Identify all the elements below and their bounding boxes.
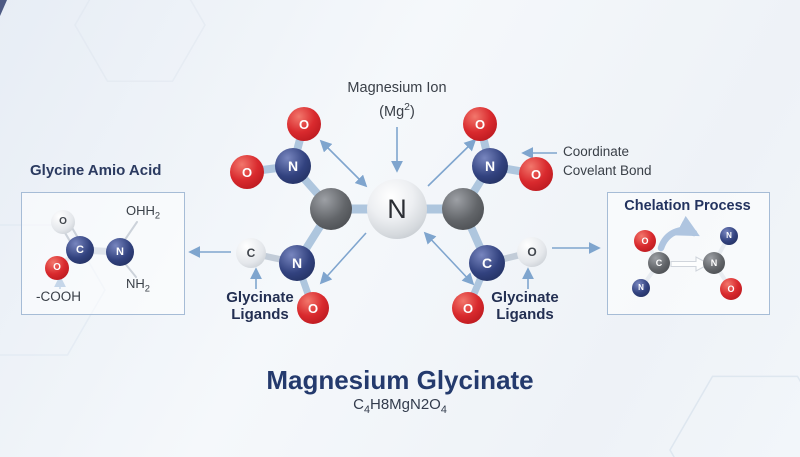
atom-oxygen-far-left: O xyxy=(230,155,264,189)
glycinate-line2: Ligands xyxy=(496,305,554,323)
arrow xyxy=(319,139,368,188)
atom-center: N xyxy=(367,179,427,239)
nh-subscript: 2 xyxy=(144,283,150,294)
chelation-atom-nitrogen-upper-right: N xyxy=(720,227,738,245)
mg-superscript: 2 xyxy=(404,102,410,113)
arrow xyxy=(423,231,475,286)
atom-oxygen-bottom-right: O xyxy=(452,292,484,324)
atom-label: O xyxy=(241,164,253,180)
atom-label: O xyxy=(307,300,319,316)
arrow xyxy=(319,232,367,285)
glycinate-ligands-label-right: Glycinate Ligands xyxy=(470,289,580,323)
atom-nitrogen-upper-right: N xyxy=(472,148,508,184)
atom-oxygen-bottom-left: O xyxy=(297,292,329,324)
atom-carbon-right xyxy=(442,188,484,230)
nh-text: NH xyxy=(126,276,145,291)
atom-label: O xyxy=(641,235,649,246)
glycine-atom-carbon: C xyxy=(66,236,94,264)
atom-label: N xyxy=(287,158,299,174)
atom-label: N xyxy=(387,193,407,224)
chelation-atom-oxygen-left: O xyxy=(634,230,656,252)
atom-oxygen-top-right: O xyxy=(463,107,497,141)
atom-oxygen-white-right: O xyxy=(517,237,547,267)
atom-label: N xyxy=(291,255,303,271)
atom-label: N xyxy=(484,158,496,174)
atom-carbon-lower-right: C xyxy=(469,245,505,281)
glycine-atom-oxygen-top: O xyxy=(51,210,75,234)
atom-label: O xyxy=(53,262,61,273)
atom-label: O xyxy=(462,300,474,316)
atom-label: C xyxy=(655,257,663,268)
atom-nitrogen-upper-left: N xyxy=(275,148,311,184)
formula-part: H8MgN2O xyxy=(369,396,441,413)
atom-label: N xyxy=(638,283,644,292)
atom-label: O xyxy=(527,245,537,259)
chelation-atom-oxygen-right: O xyxy=(720,278,742,300)
atom-nitrogen-lower-left: N xyxy=(279,245,315,281)
glycine-box xyxy=(21,192,185,315)
nh-group-label: NH2 xyxy=(126,276,150,294)
formula-subscript: 4 xyxy=(363,404,370,416)
chelation-atom-nitrogen-center: N xyxy=(703,252,725,274)
oh-group-label: OHH2 xyxy=(126,203,160,221)
atom-label: N xyxy=(710,257,718,268)
atom-label: O xyxy=(59,216,67,227)
glycinate-ligands-label-left: Glycinate Ligands xyxy=(205,289,315,323)
coordinate-line1: Coordinate xyxy=(563,144,630,159)
magnesium-ion-label: Magnesium Ion (Mg2) xyxy=(297,79,497,122)
atom-oxygen-top-left: O xyxy=(287,107,321,141)
atom-label: C xyxy=(76,243,84,256)
oh-subscript: 2 xyxy=(154,210,161,221)
corner-accent xyxy=(0,0,7,16)
atom-oxygen-far-right: O xyxy=(519,157,553,191)
atom-carbon-left xyxy=(310,188,352,230)
coordinate-covalent-bond-label: Coordinate Covelant Bond xyxy=(563,143,652,180)
chemical-formula: C4H8MgN2O4 xyxy=(0,396,800,416)
glycinate-line1: Glycinate xyxy=(491,289,559,306)
chelation-atom-carbon: C xyxy=(648,252,670,274)
glycinate-line1: Glycinate xyxy=(226,289,294,306)
mg-prefix: (Mg xyxy=(379,103,405,120)
atom-label: O xyxy=(727,283,735,294)
glycine-atom-nitrogen: N xyxy=(106,238,134,266)
glycinate-line2: Ligands xyxy=(231,305,289,323)
oh-text: OHH xyxy=(126,203,155,218)
magnesium-ion-line2: (Mg2) xyxy=(297,98,497,122)
arrow xyxy=(427,138,477,187)
atom-label: C xyxy=(246,246,256,260)
atom-label: O xyxy=(530,166,542,182)
glycine-box-title: Glycine Amio Acid xyxy=(30,162,162,179)
atom-label: C xyxy=(481,255,493,271)
chelation-box-title: Chelation Process xyxy=(624,198,751,214)
atom-label: N xyxy=(726,231,732,240)
cooh-group-label: -COOH xyxy=(36,289,81,304)
chelation-atom-nitrogen-lower-left: N xyxy=(632,279,650,297)
atom-label: O xyxy=(474,116,486,132)
formula-part: C xyxy=(353,396,364,413)
page-title: Magnesium Glycinate xyxy=(266,365,534,395)
mg-suffix: ) xyxy=(409,103,415,120)
glycine-atom-oxygen-red: O xyxy=(45,256,69,280)
atom-label: O xyxy=(298,116,310,132)
atom-carbon-white-left: C xyxy=(236,238,266,268)
magnesium-ion-line1: Magnesium Ion xyxy=(347,80,447,96)
coordinate-line2: Covelant Bond xyxy=(563,162,652,178)
formula-subscript: 4 xyxy=(440,404,447,416)
atom-label: N xyxy=(116,245,124,258)
